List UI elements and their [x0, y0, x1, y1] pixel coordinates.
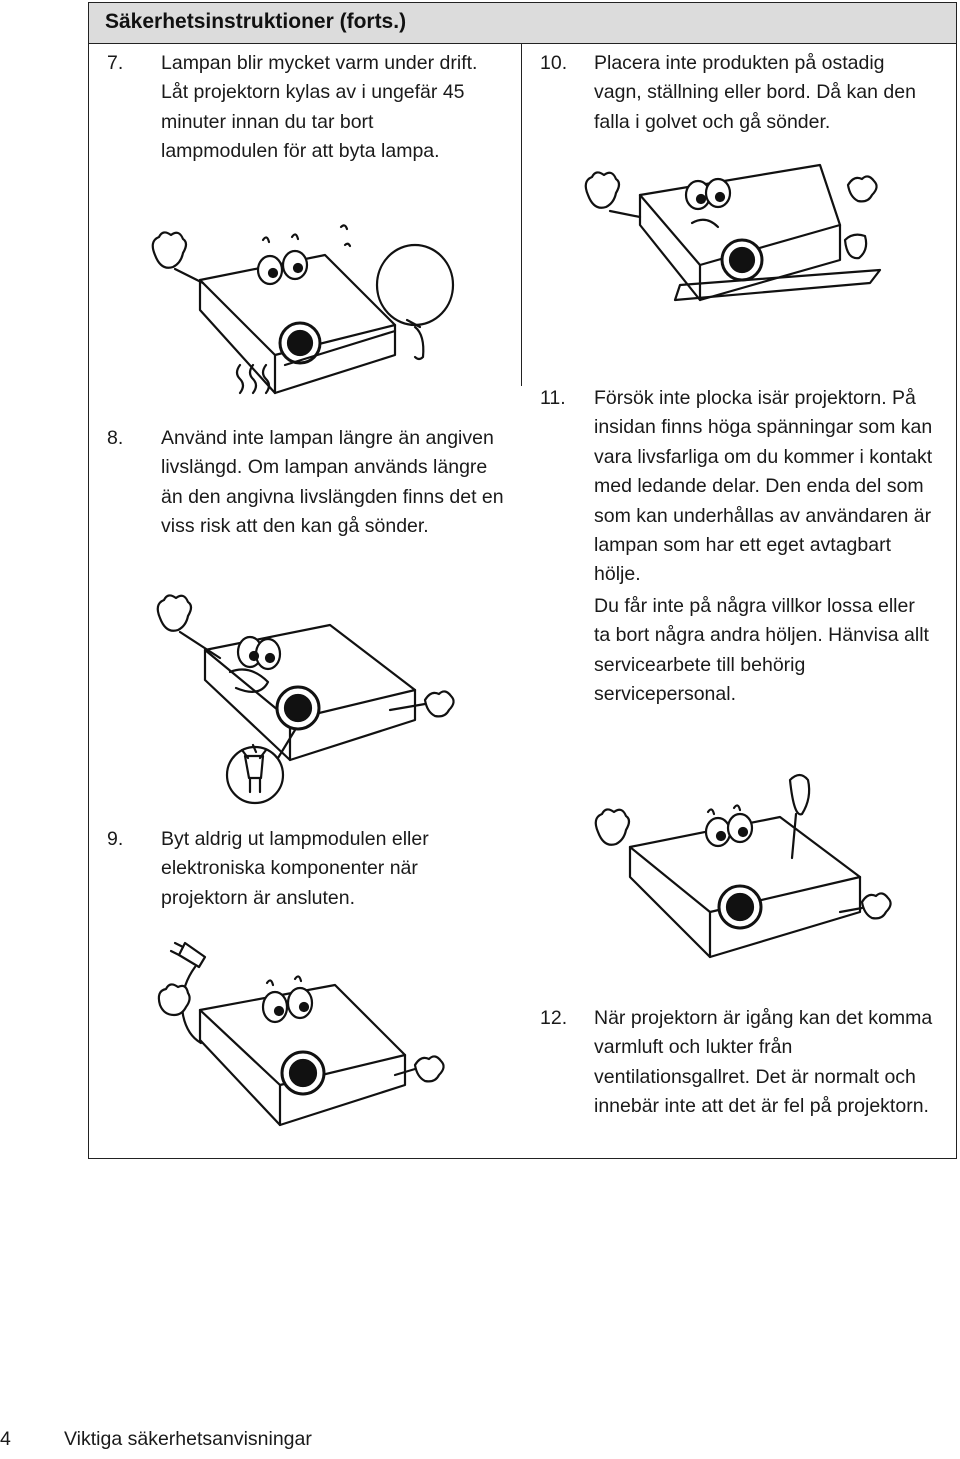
- item-paragraph: Lampan blir mycket varm under drift. Låt…: [161, 52, 478, 163]
- safety-instructions-frame: Säkerhetsinstruktioner (forts.): [88, 2, 957, 1159]
- illustration-item-7: [145, 215, 465, 395]
- hand-fan-icon: [285, 245, 453, 365]
- item-number: 7.: [107, 52, 124, 74]
- item-paragraph: Använd inte lampan längre än angiven liv…: [161, 427, 504, 538]
- footer-section-title: Viktiga säkerhetsanvisningar: [64, 1428, 312, 1450]
- section-title: Säkerhetsinstruktioner (forts.): [105, 10, 407, 33]
- item-text: När projektorn är igång kan det komma va…: [594, 1004, 934, 1122]
- projector-character-icon: [200, 225, 395, 393]
- section-header: Säkerhetsinstruktioner (forts.): [89, 3, 956, 44]
- waving-hand-icon: [586, 172, 877, 217]
- item-number: 8.: [107, 427, 124, 449]
- waving-hand-icon: [158, 595, 454, 716]
- item-text: Försök inte plocka isär projektorn. På i…: [594, 384, 934, 709]
- illustration-item-9: [155, 935, 455, 1135]
- projector-character-icon: [640, 165, 840, 300]
- item-number: 12.: [540, 1007, 568, 1029]
- item-paragraph: Placera inte produkten på ostadig vagn, …: [594, 52, 916, 133]
- screwdriver-icon: [790, 775, 809, 858]
- illustration-item-11: [590, 762, 910, 962]
- item-paragraph: Du får inte på några villkor lossa eller…: [594, 594, 929, 706]
- column-divider: [521, 43, 522, 386]
- item-text: Använd inte lampan längre än angiven liv…: [161, 424, 506, 542]
- item-paragraph: När projektorn är igång kan det komma va…: [594, 1007, 933, 1118]
- illustration-item-10: [580, 155, 910, 315]
- item-paragraph: Byt aldrig ut lampmodulen eller elektron…: [161, 828, 429, 909]
- item-text: Placera inte produkten på ostadig vagn, …: [594, 49, 934, 137]
- item-text: Lampan blir mycket varm under drift. Låt…: [161, 49, 491, 167]
- heat-waves-icon: [237, 365, 269, 393]
- projector-character-icon: [205, 625, 415, 760]
- waving-hand-icon: [153, 232, 203, 283]
- item-number: 11.: [540, 387, 566, 409]
- projector-character-icon: [200, 976, 405, 1125]
- waving-hand-icon: [159, 984, 444, 1081]
- waving-hand-icon: [596, 809, 891, 918]
- item-text: Byt aldrig ut lampmodulen eller elektron…: [161, 825, 481, 913]
- page-number: 4: [0, 1428, 11, 1450]
- power-plug-icon: [171, 943, 205, 1043]
- item-number: 10.: [540, 52, 568, 74]
- item-paragraph: Försök inte plocka isär projektorn. På i…: [594, 387, 933, 586]
- broken-lamp-icon: [227, 730, 295, 803]
- projector-character-icon: [630, 805, 860, 957]
- item-number: 9.: [107, 828, 124, 850]
- illustration-item-8: [150, 580, 460, 810]
